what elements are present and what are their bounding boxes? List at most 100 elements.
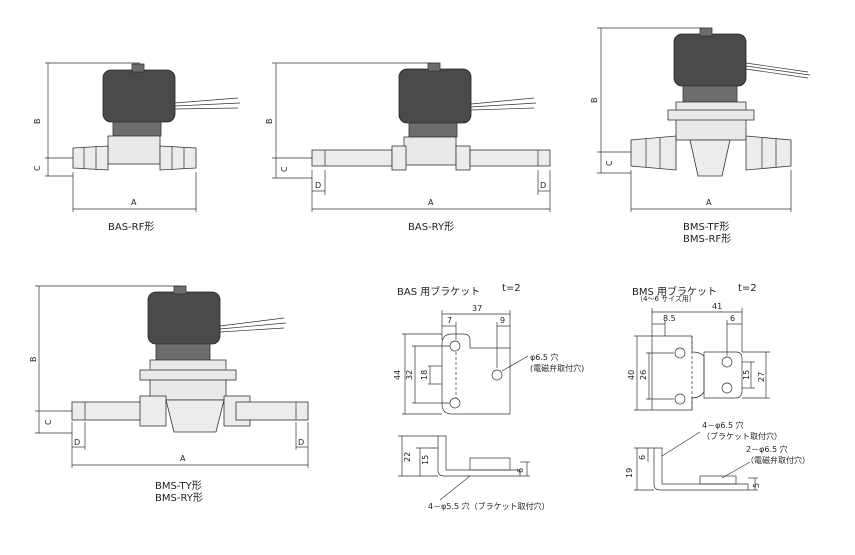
valve-body <box>403 136 457 166</box>
dim-side-inner: 15 <box>421 455 430 465</box>
bottom-note: 4－φ5.5 穴（ブラケット取付穴） <box>428 501 550 511</box>
dim-d-right-label: D <box>298 438 304 447</box>
lead-wires <box>219 317 287 333</box>
coil-cap <box>427 62 441 72</box>
inlet-fitting <box>630 135 677 171</box>
dim-c-label: C <box>280 166 289 172</box>
dim-c-label: C <box>33 165 42 171</box>
valve-seat <box>699 475 737 485</box>
bracket-plate <box>441 333 511 415</box>
valve-body <box>675 101 747 141</box>
mount-hole <box>674 347 686 359</box>
dim-d-left-label: D <box>315 181 321 190</box>
dim-d-right-label: D <box>540 181 546 190</box>
coil-body <box>398 68 472 124</box>
lead-wires <box>470 97 537 111</box>
side-note: 2－φ6.5 穴 <box>746 444 788 454</box>
coil-body <box>102 69 176 123</box>
mount-hole <box>449 397 461 409</box>
dim-a-label: A <box>428 198 434 207</box>
plunger-housing <box>112 121 162 137</box>
caption-bms-ty: BMS-TY形 <box>155 481 202 492</box>
bas-bracket-thickness: t=2 <box>502 283 521 294</box>
view-bas-rf: B C A <box>33 62 241 212</box>
dim-side-h: 19 <box>625 468 634 478</box>
coil-cap <box>699 27 713 37</box>
dim-width: 41 <box>712 302 722 311</box>
side-note-sub: （電磁弁取付穴） <box>746 455 810 465</box>
inlet-collar <box>391 145 407 171</box>
caption-bms-ry: BMS-RY形 <box>155 493 203 504</box>
bms-bracket-subtitle: （4～6 サイズ用） <box>636 295 696 303</box>
dim-b-label: B <box>33 119 42 125</box>
plunger-housing <box>682 85 738 103</box>
top-note-sub: （ブラケット取付穴） <box>702 431 782 441</box>
valve-hole <box>721 382 733 394</box>
dim-h-outer: 44 <box>393 370 402 380</box>
dim-r-inner: 15 <box>742 370 751 380</box>
dim-left: 8.5 <box>663 314 676 323</box>
dim-left: 7 <box>447 316 452 325</box>
dim-h-inner: 26 <box>639 370 648 380</box>
dim-width: 37 <box>472 304 482 313</box>
outlet-pipe <box>235 401 309 421</box>
lead-wires <box>745 62 811 79</box>
dim-b-label: B <box>29 357 38 363</box>
mount-hole <box>449 340 461 352</box>
coil-cap <box>131 63 145 73</box>
inlet-fitting <box>139 395 167 427</box>
coil-body <box>147 291 221 345</box>
dim-foot: 5 <box>752 483 761 488</box>
dim-a-label: A <box>706 198 712 207</box>
dim-c-label: C <box>44 419 53 425</box>
dim-a-label: A <box>180 454 186 463</box>
dim-right: 6 <box>730 314 735 323</box>
bms-bracket-title: BMS 用ブラケット <box>632 287 718 298</box>
bracket-tab <box>703 351 743 399</box>
valve-body <box>107 135 161 165</box>
coil-cap <box>173 285 187 295</box>
plunger-housing <box>408 122 458 138</box>
inlet-pipe <box>311 149 393 167</box>
plunger-housing <box>155 343 211 361</box>
dim-b-label: B <box>265 119 274 125</box>
outlet-fitting <box>159 145 197 171</box>
outlet-collar <box>455 145 471 171</box>
bas-bracket-title: BAS 用ブラケット <box>397 287 481 298</box>
coil-body <box>673 33 747 87</box>
bracket <box>667 109 755 121</box>
bracket <box>139 369 237 381</box>
dim-side-top: 6 <box>638 455 647 460</box>
bas-bracket-drawing: 37 7 9 44 32 18 φ6.5 穴 (電磁弁取付穴) 22 15 6 … <box>393 304 584 511</box>
view-bas-ry: B C D D A <box>265 62 551 212</box>
valve-base <box>165 399 225 433</box>
hole-note: φ6.5 穴 <box>530 352 559 362</box>
dim-b-label: B <box>590 98 599 104</box>
dim-h-inner: 18 <box>420 370 429 380</box>
caption-bas-rf: BAS-RF形 <box>108 222 155 233</box>
top-note: 4－φ6.5 穴 <box>702 420 744 430</box>
inlet-fitting <box>72 145 109 171</box>
bms-bracket-drawing: 41 8.5 6 40 26 15 27 19 6 5 4－φ6.5 穴 （ブラ… <box>625 302 810 491</box>
dim-a-label: A <box>131 198 137 207</box>
dim-right: 9 <box>500 316 505 325</box>
caption-bms-rf: BMS-RF形 <box>683 234 732 245</box>
view-bms-tf: B C A <box>590 27 811 212</box>
mount-hole <box>674 393 686 405</box>
valve-seat <box>469 457 511 471</box>
dim-h-outer: 40 <box>627 370 636 380</box>
dim-c-label: C <box>605 160 614 166</box>
bms-bracket-thickness: t=2 <box>738 283 757 294</box>
valve-base <box>689 139 731 177</box>
outlet-fitting <box>745 135 792 171</box>
valve-hole <box>721 356 733 368</box>
outlet-pipe <box>469 149 551 167</box>
dim-r-outer: 27 <box>757 372 766 382</box>
dim-d-left-label: D <box>74 438 80 447</box>
lead-wires <box>174 97 241 110</box>
hole-note-sub: (電磁弁取付穴) <box>530 363 584 373</box>
dim-side-h: 22 <box>403 452 412 462</box>
dim-foot: 6 <box>516 468 525 473</box>
dim-h-mid: 32 <box>405 370 414 380</box>
